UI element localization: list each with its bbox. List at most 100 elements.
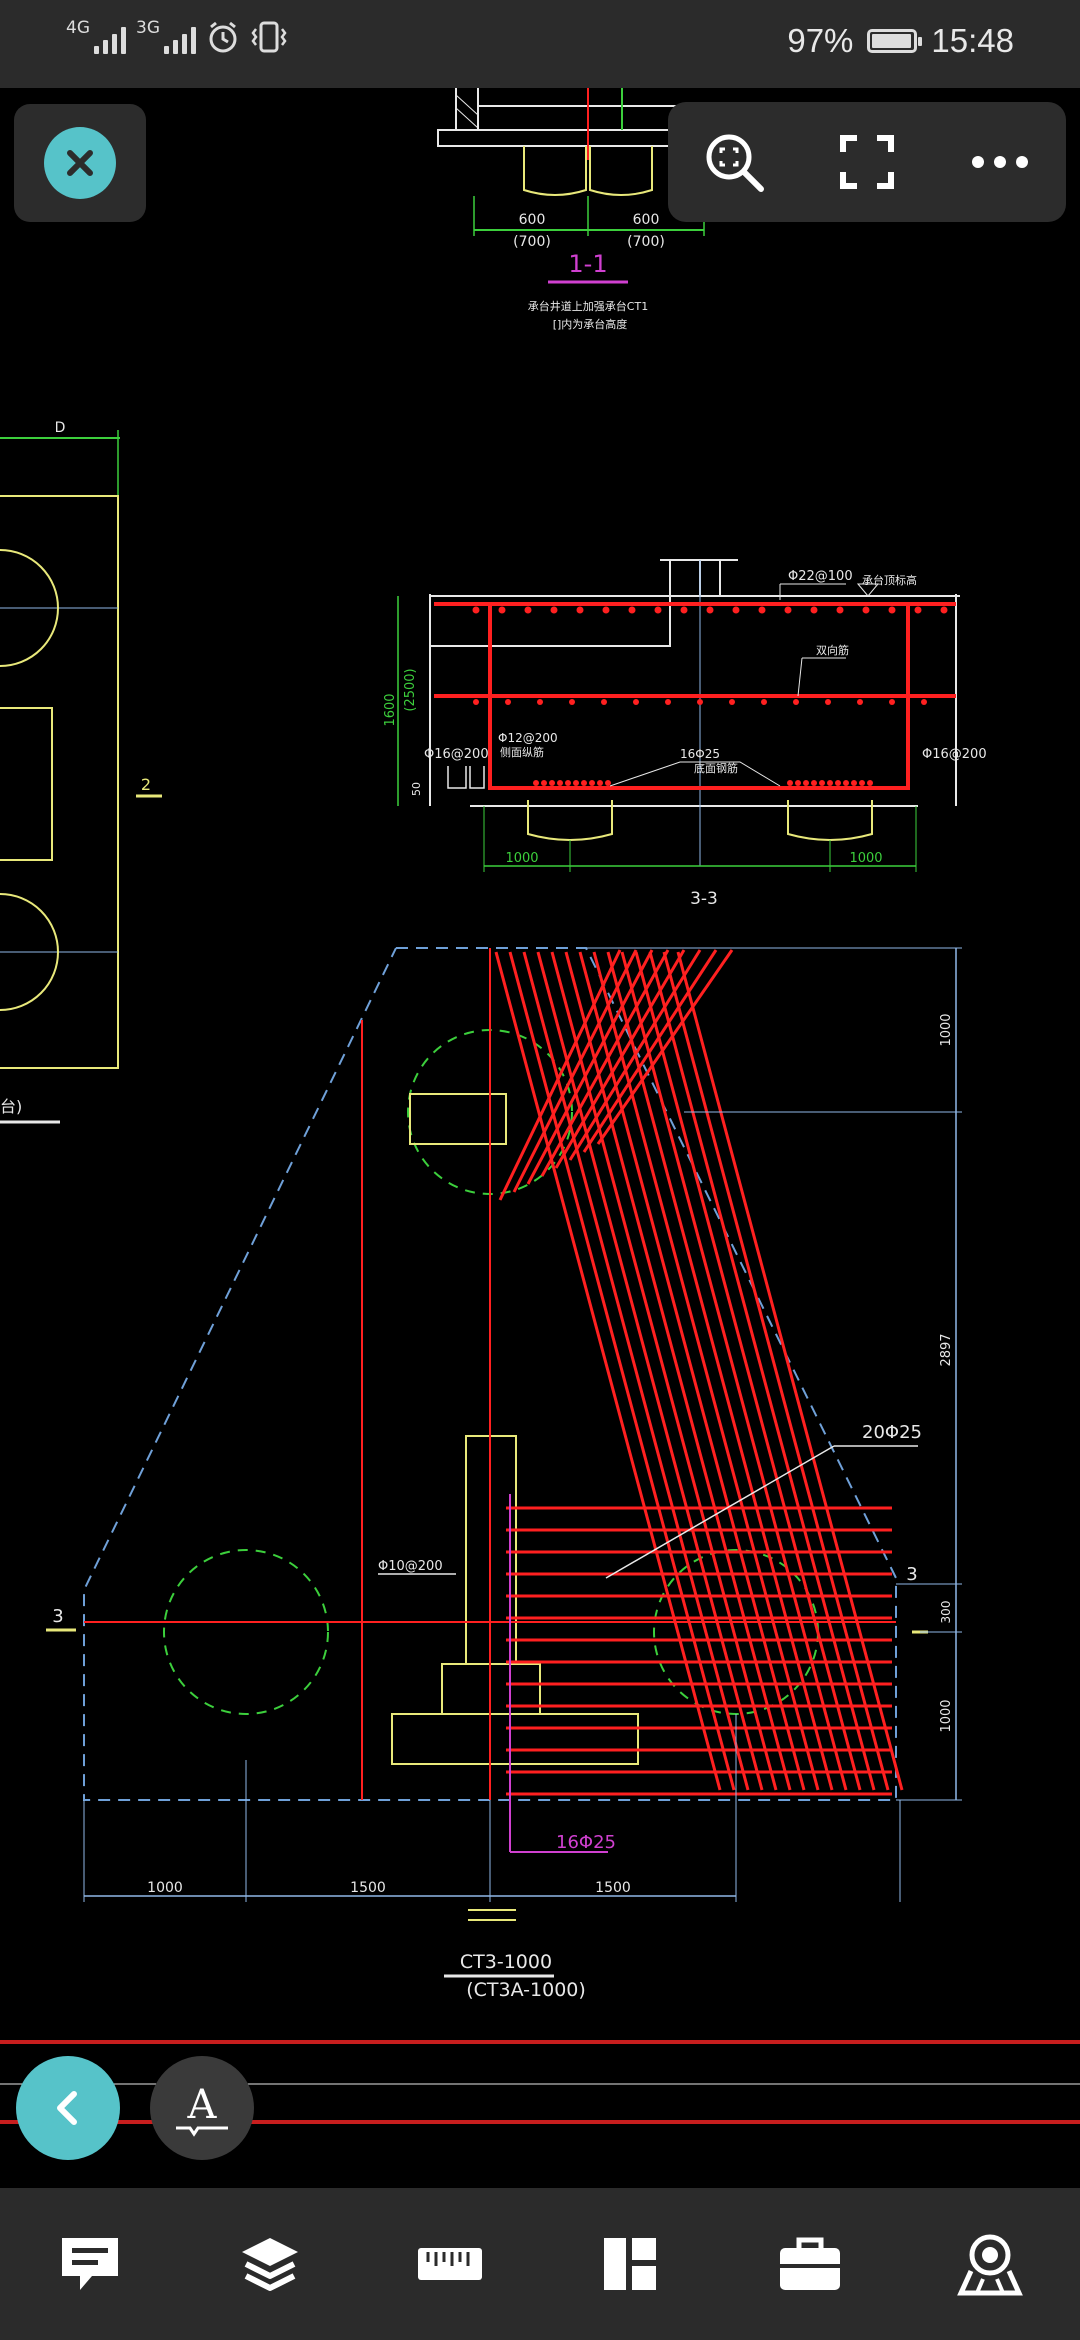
dim-1000-bottom: 1000 bbox=[939, 1699, 954, 1732]
rebar-dot bbox=[533, 780, 539, 786]
rebar-line bbox=[522, 951, 750, 1791]
layers-button[interactable] bbox=[215, 2209, 325, 2319]
bottom-toolbar bbox=[0, 2188, 1080, 2340]
text-annotation-icon: A bbox=[176, 2082, 228, 2137]
plan-subtitle: (CT3A-1000) bbox=[466, 1979, 586, 2001]
rebar-dot bbox=[784, 606, 792, 614]
rebar-dot bbox=[576, 606, 584, 614]
dim-1600: 1600 bbox=[383, 693, 398, 726]
rebar-line bbox=[606, 951, 834, 1791]
rebar-dot bbox=[888, 606, 896, 614]
label-bottom-bars: 16Φ25 bbox=[680, 747, 720, 761]
comment-button[interactable] bbox=[35, 2209, 145, 2319]
status-left: 4G 3G bbox=[66, 20, 288, 54]
back-button[interactable] bbox=[16, 2056, 120, 2160]
dim-600-left: 600 bbox=[519, 212, 546, 228]
layout-button[interactable] bbox=[575, 2209, 685, 2319]
zoom-extents-icon bbox=[706, 134, 765, 192]
rebar-dot bbox=[859, 780, 865, 786]
section-3-3: Φ22@100 承台顶标高 双向筋 1600 (2500) Φ16@200 Φ1… bbox=[383, 559, 987, 909]
battery-percent: 97% bbox=[787, 22, 854, 59]
rebar-dot bbox=[825, 699, 831, 705]
rebar-line bbox=[526, 949, 654, 1185]
rebar-dot bbox=[697, 699, 703, 705]
measure-button[interactable] bbox=[395, 2209, 505, 2319]
rebar-dot bbox=[565, 780, 571, 786]
rebar-dot bbox=[549, 780, 555, 786]
rebar-dot bbox=[862, 606, 870, 614]
rebar-dot bbox=[589, 780, 595, 786]
more-icon bbox=[971, 156, 1028, 168]
rebar-dot bbox=[628, 606, 636, 614]
left-plan-caption: 台) bbox=[0, 1097, 22, 1116]
rebar-dot bbox=[835, 780, 841, 786]
signal-3g-label: 3G bbox=[136, 18, 160, 38]
text-annotation-button[interactable]: A bbox=[150, 2056, 254, 2160]
signal-4g-icon: 4G bbox=[66, 20, 126, 54]
label-side-bars: Φ12@200 bbox=[498, 731, 558, 745]
rebar-dot bbox=[867, 780, 873, 786]
dim-2500: (2500) bbox=[403, 668, 418, 711]
label-side-bars-2: 侧面纵筋 bbox=[500, 745, 544, 759]
rebar-line bbox=[578, 951, 806, 1791]
rebar-dot bbox=[851, 780, 857, 786]
rebar-line bbox=[596, 949, 734, 1145]
toolbox-icon bbox=[780, 2237, 840, 2290]
rebar-line bbox=[494, 951, 722, 1791]
rebar-dot bbox=[602, 606, 610, 614]
close-button[interactable] bbox=[14, 104, 146, 222]
close-icon bbox=[44, 127, 116, 199]
label-left-stirrup: Φ16@200 bbox=[424, 747, 489, 762]
rebar-dot bbox=[569, 699, 575, 705]
marker-3-right: 3 bbox=[906, 1564, 917, 1585]
rebar-dot bbox=[758, 606, 766, 614]
more-button[interactable] bbox=[955, 117, 1045, 207]
signal-4g-label: 4G bbox=[66, 18, 90, 38]
clock: 15:48 bbox=[931, 22, 1014, 59]
label-16phi25: 16Φ25 bbox=[556, 1832, 616, 1853]
rebar-line bbox=[582, 949, 718, 1153]
rebar-dot bbox=[940, 606, 948, 614]
rebar-line bbox=[676, 951, 904, 1791]
rebar-dot bbox=[581, 780, 587, 786]
rebar-dot bbox=[498, 606, 506, 614]
layers-icon bbox=[242, 2238, 298, 2291]
rebar-line bbox=[648, 951, 876, 1791]
rebar-dot bbox=[654, 606, 662, 614]
signal-3g-icon: 3G bbox=[136, 20, 196, 54]
label-top-bar: Φ22@100 bbox=[788, 569, 853, 584]
cad-drawing-canvas[interactable]: 600 (700) 600 (700) 1-1 承台井道上加强承台CT1 []内… bbox=[0, 88, 1080, 2188]
viewpoint-button[interactable] bbox=[935, 2209, 1045, 2319]
comment-icon bbox=[62, 2238, 118, 2290]
rebar-dot bbox=[605, 780, 611, 786]
zoom-extents-button[interactable] bbox=[689, 117, 779, 207]
rebar-dot bbox=[921, 699, 927, 705]
rebar-dot bbox=[633, 699, 639, 705]
rebar-line bbox=[498, 949, 622, 1201]
dim-1000-left: 1000 bbox=[505, 851, 538, 866]
view-tools bbox=[668, 102, 1066, 222]
rebar-dot bbox=[573, 780, 579, 786]
rebar-line bbox=[662, 951, 890, 1791]
status-right: 97% 15:48 bbox=[787, 22, 1014, 60]
dim-1000-right: 1000 bbox=[849, 851, 882, 866]
rebar-line bbox=[540, 949, 670, 1177]
dim-bottom-1000: 1000 bbox=[147, 1880, 183, 1896]
rebar-dot bbox=[732, 606, 740, 614]
rebar-dot bbox=[505, 699, 511, 705]
rebar-dot bbox=[706, 606, 714, 614]
rebar-dot bbox=[819, 780, 825, 786]
rebar-dot bbox=[793, 699, 799, 705]
section-1-1-note-1: 承台井道上加强承台CT1 bbox=[528, 299, 648, 313]
rebar-line bbox=[620, 951, 848, 1791]
label-mid-bars: 双向筋 bbox=[816, 643, 849, 657]
marker-2: 2 bbox=[141, 775, 151, 794]
rebar-dot bbox=[541, 780, 547, 786]
layout-grid-icon bbox=[604, 2238, 656, 2290]
fullscreen-button[interactable] bbox=[822, 117, 912, 207]
toolbox-button[interactable] bbox=[755, 2209, 865, 2319]
left-plan: D 2 台) bbox=[0, 420, 162, 1124]
rebar-dot bbox=[803, 780, 809, 786]
dim-50: 50 bbox=[410, 782, 423, 796]
marker-3-left: 3 bbox=[52, 1606, 63, 1627]
